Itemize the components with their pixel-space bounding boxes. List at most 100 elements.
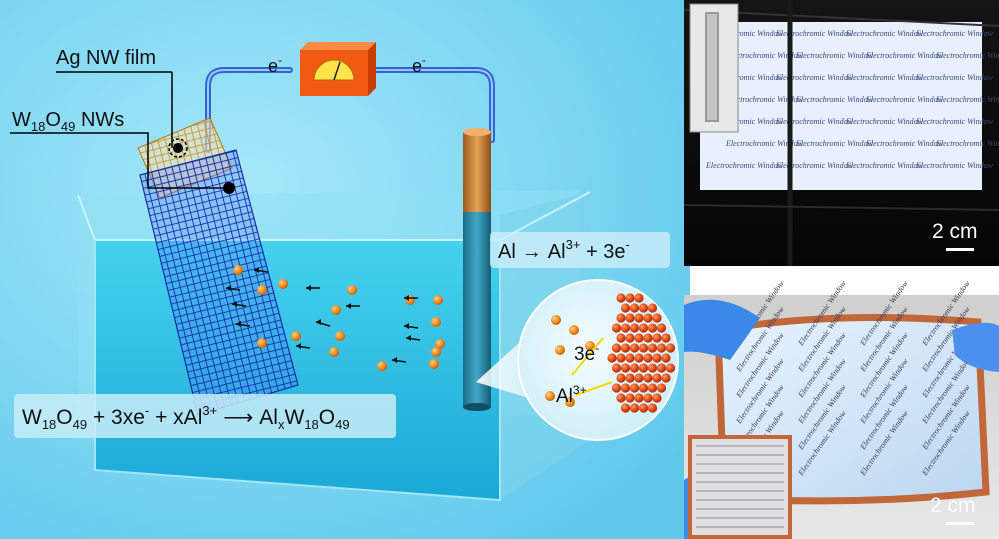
intercalated-ion [620,323,631,333]
electrolyte [95,240,500,500]
intercalated-ion [629,363,640,373]
free-ion [555,345,565,355]
scale-bar-top [946,248,974,251]
mesh-electrode [137,117,299,416]
intercalated-ion [638,303,649,313]
intercalated-ion [647,403,658,413]
migration-arrowhead [254,267,259,273]
w18o49-nws-label: W18O49 NWs [12,109,124,134]
intercalated-ion [629,323,640,333]
intercalated-ion [611,363,622,373]
glove-left [684,299,760,360]
electron-transfer-arrow [571,337,604,376]
intercalated-ion [616,333,626,343]
anode-equation: Al→Al3+ + 3e- [498,237,630,263]
main-equation-box [14,394,396,438]
intercalated-ion [665,343,676,353]
intercalated-ion [616,373,626,383]
electron-label-right: e- [412,53,426,76]
scale-bar-bottom [946,522,974,525]
ion-transfer-arrow [575,381,613,396]
intercalated-ion [643,353,653,363]
window-text: Electrochromic Window [775,117,854,126]
intercalated-ion [625,393,635,403]
migration-arrowhead [406,335,411,341]
intercalated-ion [647,323,658,333]
migration-arrowhead [404,323,409,329]
al-ion [257,285,267,295]
scale-bar-label-bottom: 2 cm [930,494,976,517]
window-text: Electrochromic Window [705,161,784,170]
migration-arrowhead [404,295,409,301]
glove-right-top [952,322,999,372]
al-ion [435,339,445,349]
window-text: Electrochromic Window [845,73,924,82]
intercalated-ion [629,403,640,413]
ammeter [300,42,376,96]
intercalated-ion [643,333,653,343]
intercalated-ion [629,343,640,353]
window-text: Electrochromic Window [795,51,874,60]
intercalated-ion [625,373,635,383]
intercalated-ion [638,383,649,393]
window-text: Electrochromic Window [775,73,854,82]
intercalated-ion [652,353,662,363]
main-equation: W18O49 + 3xe- + xAl3+⟶AlxW18O49 [22,403,350,432]
intercalated-ion [616,313,626,323]
intercalated-ion [616,393,626,403]
intercalated-ion [643,313,653,323]
intercalated-ion [611,383,622,393]
window-panel [700,22,982,190]
intercalated-ion [611,343,622,353]
tank-rim [77,191,591,241]
free-ion [569,325,579,335]
intercalated-ion [656,363,667,373]
window-text: Electrochromic Window [935,139,999,148]
intercalated-ion [665,363,676,373]
intercalated-ion [634,353,644,363]
migrating-ions [225,265,445,371]
window-text: Electrochromic Window [705,117,784,126]
scale-bar-label-top: 2 cm [932,220,978,243]
window-text: Electrochromic Window [845,161,924,170]
al-ion [429,359,439,369]
bubble-ion-cluster [545,293,676,413]
al-ion [347,285,357,295]
migration-arrowhead [316,319,321,325]
free-ion [545,391,555,401]
ag-nw-film-label: Ag NW film [56,47,156,69]
intercalated-ion [652,333,662,343]
al-ion [291,331,301,341]
intercalated-ion [661,333,671,343]
intercalated-ion [643,373,653,383]
intercalated-ion [652,313,662,323]
window-text: Electrochromic Window [915,73,994,82]
intercalated-ion [629,383,640,393]
intercalated-ion [656,343,667,353]
window-text: Electrochromic Window [775,29,854,38]
window-text: Electrochromic Window [795,95,874,104]
intercalated-ion [620,343,631,353]
intercalated-ion [652,373,662,383]
al-ion [278,279,288,289]
intercalated-ion [634,313,644,323]
al-ion [433,295,443,305]
intercalated-ion [647,343,658,353]
aluminum-anode [463,128,491,411]
al-ion [331,305,341,315]
window-text: Electrochromic Window [915,29,994,38]
intercalated-ion [643,393,653,403]
intercalated-ion [616,353,626,363]
migration-arrowhead [296,343,301,349]
window-text: Electrochromic Window [915,117,994,126]
al-ion [257,338,267,348]
intercalated-ion [611,323,622,333]
intercalated-ion [620,363,631,373]
intercalated-ion [638,323,649,333]
inset-flat-device [688,435,792,539]
intercalated-ion [638,403,649,413]
